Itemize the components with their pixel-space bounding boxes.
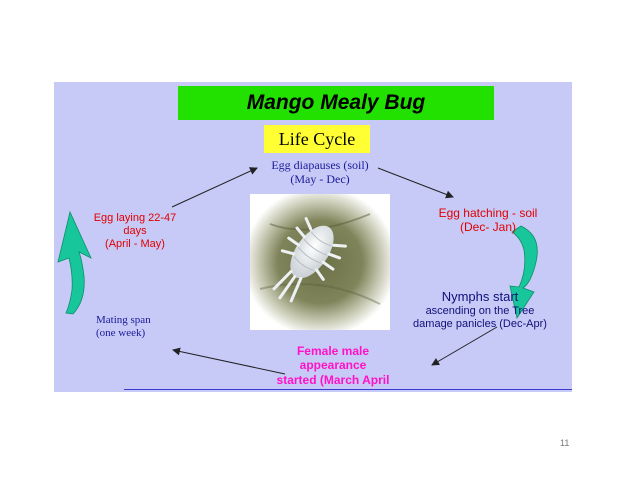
arrow-female-to-mating [172, 347, 286, 375]
stage-egg-laying: Egg laying 22-47 days (April - May) [93, 212, 177, 251]
curved-arrow-right [509, 225, 538, 320]
arrow-laying-to-diapause [171, 167, 258, 208]
bottom-rule [124, 389, 572, 390]
mealy-bug-photo [250, 194, 390, 330]
stage-female-male: Female male appearance started (March Ap… [276, 344, 390, 387]
stage-egg-diapause: Egg diapauses (soil) (May - Dec) [271, 158, 369, 187]
page-subtitle: Life Cycle [278, 128, 356, 149]
curved-arrow-left [57, 210, 92, 315]
stage-nymphs: Nymphs start ascending on the Tree damag… [413, 289, 547, 330]
page-title: Mango Mealy Bug [246, 91, 426, 114]
subtitle-box: Life Cycle [264, 125, 370, 153]
arrow-diapause-to-hatching [377, 167, 454, 199]
arrow-nymphs-to-female [431, 326, 498, 366]
stage-mating: Mating span (one week) [96, 314, 151, 340]
title-bar: Mango Mealy Bug [178, 86, 494, 120]
stage-egg-hatching: Egg hatching - soil (Dec- Jan) [438, 206, 538, 235]
page-number: 11 [560, 438, 570, 448]
